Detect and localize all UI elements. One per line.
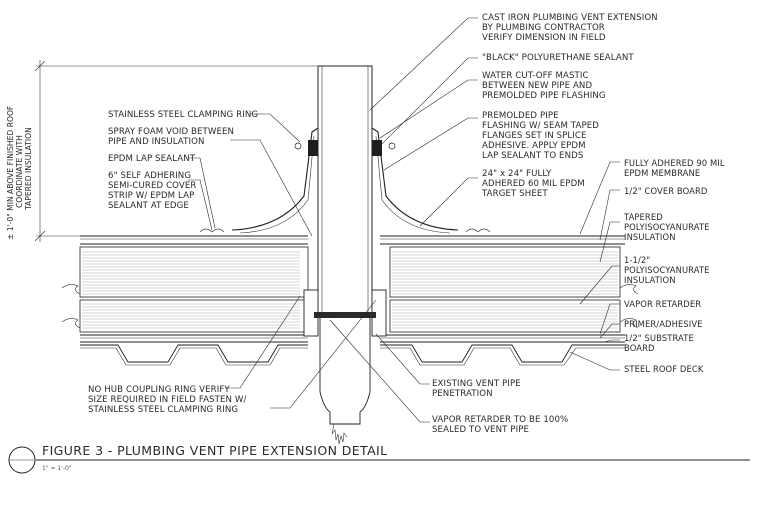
label-premolded-2: FLASHING W/ SEAM TAPED xyxy=(482,121,599,131)
polyiso-hatch-left xyxy=(82,303,300,329)
label-cover-board: 1/2" COVER BOARD xyxy=(624,186,707,196)
label-premolded-4: ADHESIVE. APPLY EPDM xyxy=(482,141,586,151)
label-premolded-3: FLANGES SET IN SPLICE xyxy=(482,131,587,141)
label-primer: PRIMER/ADHESIVE xyxy=(624,319,703,329)
label-target-2: ADHERED 60 MIL EPDM xyxy=(482,179,585,189)
label-premolded-5: LAP SEALANT TO ENDS xyxy=(482,151,583,161)
scale-note: 1" = 1'-0" xyxy=(42,465,72,472)
label-spray-foam-1: SPRAY FOAM VOID BETWEEN xyxy=(108,127,234,137)
label-target-1: 24" x 24" FULLY xyxy=(482,169,552,179)
label-membrane-2: EPDM MEMBRANE xyxy=(624,168,700,178)
clamp-ring-left xyxy=(308,140,318,156)
label-deck: STEEL ROOF DECK xyxy=(624,364,704,374)
label-cover-strip-1: 6" SELF ADHERING xyxy=(108,171,191,181)
dimension-text-line3: TAPERED INSULATION xyxy=(24,127,33,211)
label-cast-iron-1: CAST IRON PLUMBING VENT EXTENSION xyxy=(482,13,658,23)
label-premolded-1: PREMOLDED PIPE xyxy=(482,111,559,121)
roof-assembly-left xyxy=(61,235,309,366)
labels-top: CAST IRON PLUMBING VENT EXTENSION BY PLU… xyxy=(481,13,658,199)
label-water-cutoff-3: PREMOLDED PIPE FLASHING xyxy=(482,91,606,101)
label-cover-strip-2: SEMI-CURED COVER xyxy=(108,181,196,191)
leader-lines xyxy=(188,17,620,423)
label-no-hub-3: STAINLESS STEEL CLAMPING RING xyxy=(88,405,238,415)
label-no-hub-2: SIZE REQUIRED IN FIELD FASTEN W/ xyxy=(88,395,246,405)
vertical-dimension: ± 1'-0" MIN ABOVE FINISHED ROOF COORDINA… xyxy=(6,60,318,242)
tapered-insulation-hatch-left xyxy=(82,251,300,295)
label-tapered-1: TAPERED xyxy=(623,212,663,222)
dimension-text-line2: COORDINATE WITH xyxy=(15,135,24,208)
label-cover-strip-4: SEALANT AT EDGE xyxy=(108,201,189,211)
label-membrane-1: FULLY ADHERED 90 MIL xyxy=(624,158,725,168)
label-cover-strip-3: STRIP W/ EPDM LAP xyxy=(108,191,194,201)
label-vapor-sealed-2: SEALED TO VENT PIPE xyxy=(432,425,529,435)
label-lap-sealant: EPDM LAP SEALANT xyxy=(108,154,196,164)
label-water-cutoff-2: BETWEEN NEW PIPE AND xyxy=(482,81,592,91)
label-water-cutoff-1: WATER CUT-OFF MASTIC xyxy=(482,71,589,81)
labels-bottom: EXISTING VENT PIPE PENETRATION VAPOR RET… xyxy=(432,379,568,435)
label-target-3: TARGET SHEET xyxy=(481,189,548,199)
label-black-sealant: "BLACK" POLYURETHANE SEALANT xyxy=(482,53,634,63)
tapered-insulation-hatch-right xyxy=(392,251,618,295)
label-tapered-2: POLYISOCYANURATE xyxy=(624,222,710,232)
clamp-ring-right xyxy=(372,140,382,156)
dimension-text-line1: ± 1'-0" MIN ABOVE FINISHED ROOF xyxy=(6,106,15,240)
label-substrate-1: 1/2" SUBSTRATE xyxy=(624,333,694,343)
label-cast-iron-2: BY PLUMBING CONTRACTOR xyxy=(482,23,605,33)
premolded-pipe-flashing xyxy=(199,127,491,234)
title-block: FIGURE 3 - PLUMBING VENT PIPE EXTENSION … xyxy=(8,443,750,474)
label-no-hub-1: NO HUB COUPLING RING VERIFY xyxy=(88,385,230,395)
label-tapered-3: INSULATION xyxy=(624,232,676,242)
labels-left: STAINLESS STEEL CLAMPING RING SPRAY FOAM… xyxy=(88,110,258,415)
label-substrate-2: BOARD xyxy=(624,343,655,353)
label-polyiso-1: 1-1/2" xyxy=(624,255,650,265)
label-clamp-ring: STAINLESS STEEL CLAMPING RING xyxy=(108,110,258,120)
label-vapor-retarder: VAPOR RETARDER xyxy=(624,299,701,309)
labels-right: FULLY ADHERED 90 MIL EPDM MEMBRANE 1/2" … xyxy=(623,158,725,374)
label-existing-1: EXISTING VENT PIPE xyxy=(432,379,521,389)
label-polyiso-3: INSULATION xyxy=(624,275,676,285)
roof-assembly-right xyxy=(380,235,639,366)
vent-pipe-extension xyxy=(303,65,387,445)
label-existing-2: PENETRATION xyxy=(432,389,493,399)
figure-title: FIGURE 3 - PLUMBING VENT PIPE EXTENSION … xyxy=(42,443,388,458)
label-polyiso-2: POLYISOCYANURATE xyxy=(624,265,710,275)
label-vapor-sealed-1: VAPOR RETARDER TO BE 100% xyxy=(432,415,568,425)
label-cast-iron-3: VERIFY DIMENSION IN FIELD xyxy=(482,33,606,43)
label-spray-foam-2: PIPE AND INSULATION xyxy=(108,137,205,147)
